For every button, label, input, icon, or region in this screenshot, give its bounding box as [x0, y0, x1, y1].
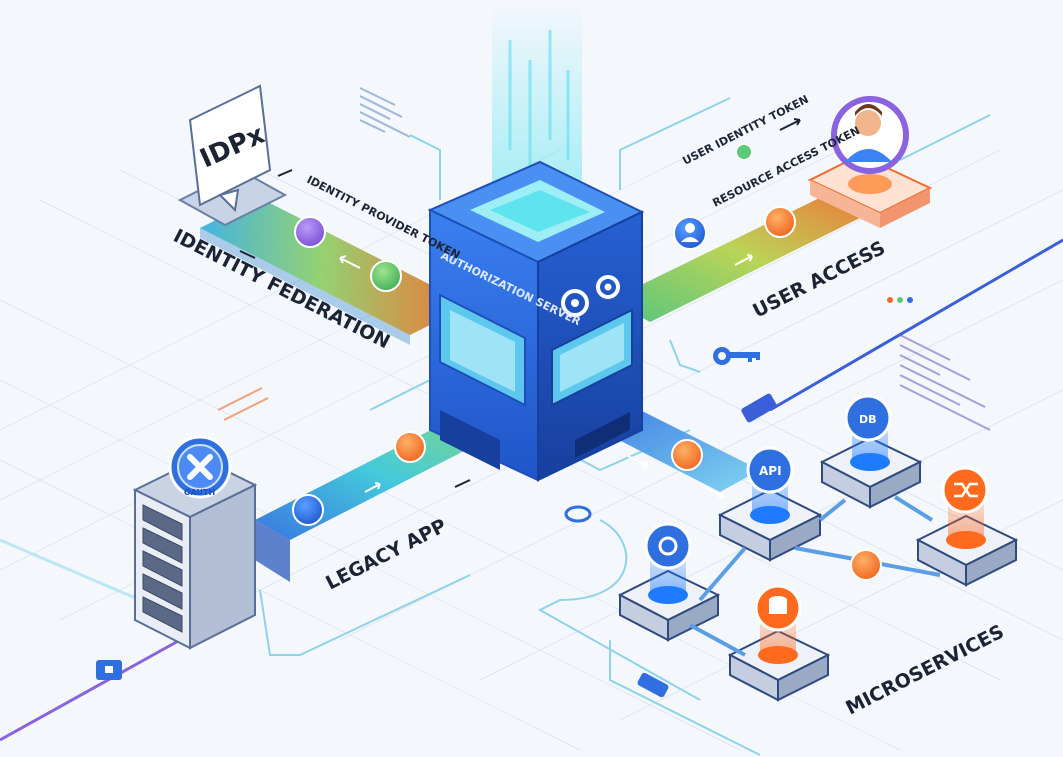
lock-icon: [96, 660, 122, 680]
database-icon: [754, 584, 802, 632]
code-panel-left: [217, 387, 269, 421]
flow-arrows: [339, 254, 753, 499]
token-coin: [292, 143, 882, 581]
data-cable: [741, 238, 1063, 423]
legacy-cable: [0, 538, 181, 742]
db-label: DB: [859, 413, 877, 426]
user-access-beam: [610, 188, 880, 322]
gear-icon: [561, 275, 620, 317]
user-access-endpoint[interactable]: [807, 153, 933, 228]
shuffle-icon: [941, 466, 989, 514]
connector-icon: [564, 505, 592, 523]
authorization-server[interactable]: [427, 160, 645, 482]
microservices-label: MICROSERVICES: [842, 621, 1007, 720]
api-icon: [746, 446, 794, 494]
oauth-badge: [168, 435, 232, 499]
idp-box[interactable]: [177, 84, 288, 227]
avatar: [831, 96, 909, 174]
plug-icon: [637, 672, 669, 698]
user-icon: [673, 216, 707, 250]
db-icon: [844, 394, 892, 442]
code-panel-right: [899, 334, 991, 431]
code-panel-top: [359, 87, 411, 138]
api-label: API: [759, 464, 782, 478]
label-arrows: [239, 118, 801, 488]
oauth-label: OAUTH: [184, 488, 215, 497]
key-icon: [713, 347, 760, 365]
status-dots: [887, 297, 913, 303]
settings-icon: [644, 522, 692, 570]
